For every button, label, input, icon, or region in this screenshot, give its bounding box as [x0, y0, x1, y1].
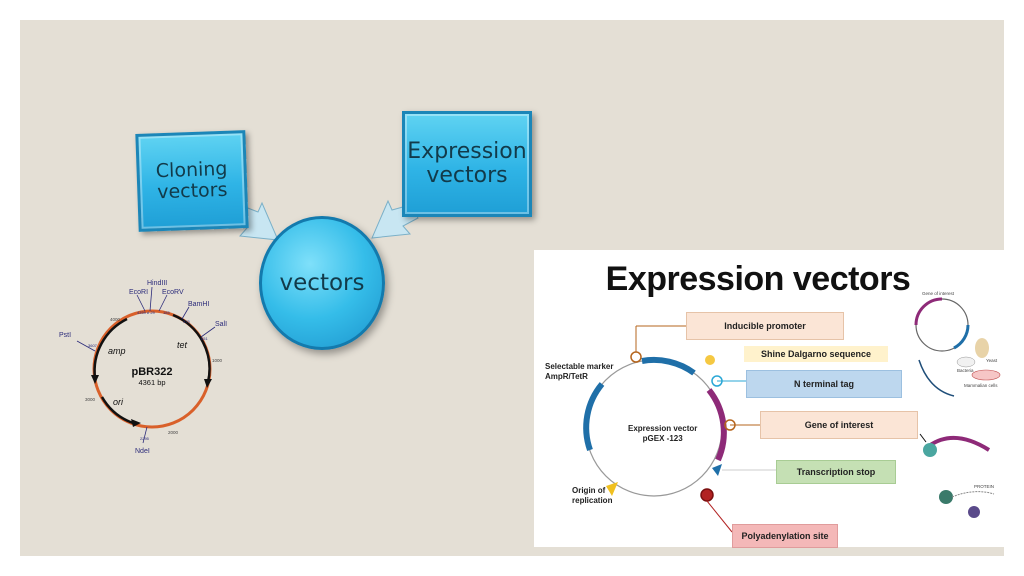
svg-text:1000: 1000: [212, 358, 223, 363]
cloning-vectors-label: Cloning vectors: [155, 157, 228, 204]
gene-of-interest-small-label: Gene of interest: [922, 291, 955, 296]
svg-text:4359 ≠ 29: 4359 ≠ 29: [137, 310, 156, 315]
svg-text:2295: 2295: [140, 436, 150, 441]
bacteria-label: Bacteria: [957, 368, 974, 373]
mammalian-cells-icon: [971, 369, 1001, 381]
cloning-vectors-box: Cloning vectors: [135, 130, 249, 232]
pbr322-plasmid-map: HindIII EcoRI EcoRV BamHI SalI PstI NdeI…: [59, 280, 227, 455]
site-sali: SalI: [215, 321, 227, 328]
shine-dalgarno-label: Shine Dalgarno sequence: [744, 346, 888, 362]
gene-tet: tet: [177, 340, 188, 350]
origin-of-replication-label: Origin of replication: [572, 486, 613, 505]
gene-amp: amp: [108, 346, 126, 356]
ori-arrow: [100, 396, 134, 425]
expression-vectors-label: Expression vectors: [407, 138, 527, 188]
vectors-circle: vectors: [259, 216, 385, 350]
plasmid-size: 4361 bp: [138, 378, 165, 387]
protein-icon: [939, 490, 953, 504]
expression-vector-name: Expression vector pGEX -123: [628, 424, 698, 443]
site-ndei: NdeI: [135, 448, 150, 455]
protein-label: PROTEIN: [974, 484, 995, 489]
expression-vector-map: [583, 297, 1001, 533]
svg-text:185: 185: [163, 310, 170, 315]
site-ecori: EcoRI: [129, 289, 148, 296]
svg-text:3000: 3000: [85, 397, 96, 402]
vectors-label: vectors: [279, 270, 365, 296]
expression-vectors-box: Expression vectors: [402, 111, 532, 217]
amp-arrow: [93, 317, 128, 379]
mammalian-cells-label: Mammalian cells: [964, 383, 998, 388]
gene-of-interest-arc: [706, 388, 727, 462]
selectable-marker-label: Selectable marker AmpR/TetR: [545, 362, 614, 381]
selectable-marker-arc: [583, 382, 605, 451]
polyadenylation-site-label: Polyadenylation site: [732, 524, 838, 548]
site-hindiii: HindIII: [147, 280, 167, 287]
expression-panel-title: Expression vectors: [605, 260, 911, 298]
site-bamhi: BamHI: [188, 301, 209, 308]
inducible-promoter-label: Inducible promoter: [686, 312, 844, 340]
svg-text:3607: 3607: [88, 343, 98, 348]
plasmid-name: pBR322: [132, 366, 173, 378]
transcription-stop-label: Transcription stop: [776, 460, 896, 484]
site-psti: PstI: [59, 332, 71, 339]
n-terminal-tag-label: N terminal tag: [746, 370, 902, 398]
gene-ori: ori: [113, 397, 124, 407]
svg-text:651: 651: [201, 336, 208, 341]
site-ecorv: EcoRV: [162, 289, 184, 296]
gene-of-interest-label: Gene of interest: [760, 411, 918, 439]
svg-text:4000: 4000: [110, 317, 121, 322]
yeast-label: Yeast: [986, 358, 998, 363]
tet-arrow: [172, 313, 211, 383]
bacteria-icon: [956, 356, 976, 368]
svg-text:375: 375: [183, 319, 190, 324]
svg-text:2000: 2000: [168, 430, 179, 435]
expression-vectors-panel: Expression vectors: [534, 250, 1004, 548]
yeast-icon: [975, 338, 989, 358]
